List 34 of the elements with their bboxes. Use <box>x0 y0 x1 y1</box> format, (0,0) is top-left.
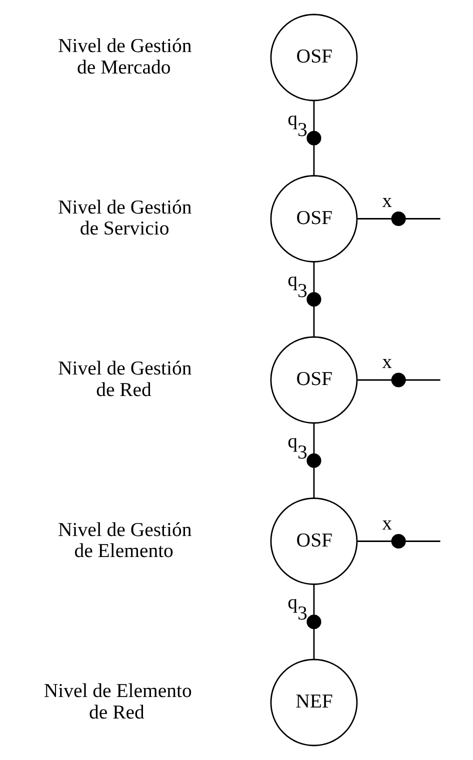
node-label: Nivel de Gestión de Mercado <box>58 35 192 78</box>
node-dot <box>390 372 406 388</box>
node-dot <box>390 211 406 226</box>
connector <box>404 379 440 381</box>
node-dot <box>306 614 321 630</box>
node-label: x <box>382 512 392 534</box>
node-label: Nivel de Gestión de Red <box>58 358 192 401</box>
node-dot <box>390 534 406 549</box>
node-dot <box>306 292 321 307</box>
connector <box>357 218 391 220</box>
node-circle: OSF <box>270 336 358 424</box>
node-label: x <box>382 351 392 374</box>
connector <box>357 540 391 542</box>
connector <box>312 145 314 176</box>
connector <box>312 262 314 292</box>
connector <box>312 628 314 660</box>
node-label: Nivel de Elemento de Red <box>43 680 192 724</box>
node-circle: OSF <box>270 175 358 262</box>
connector <box>312 100 314 132</box>
connector <box>404 218 440 220</box>
connector <box>312 584 314 615</box>
node-label: x <box>382 190 392 212</box>
node-circle: NEF <box>270 658 358 746</box>
node-circle: OSF <box>270 14 358 102</box>
connector <box>312 423 314 454</box>
node-circle: OSF <box>270 498 358 585</box>
node-dot <box>306 130 321 146</box>
node-label: Nivel de Gestión de Elemento <box>58 518 192 562</box>
node-dot <box>306 453 321 468</box>
node-label: Nivel de Gestión de Servicio <box>58 196 192 240</box>
connector <box>404 540 440 542</box>
connector <box>312 468 314 498</box>
connector <box>357 379 391 381</box>
connector <box>312 306 314 337</box>
